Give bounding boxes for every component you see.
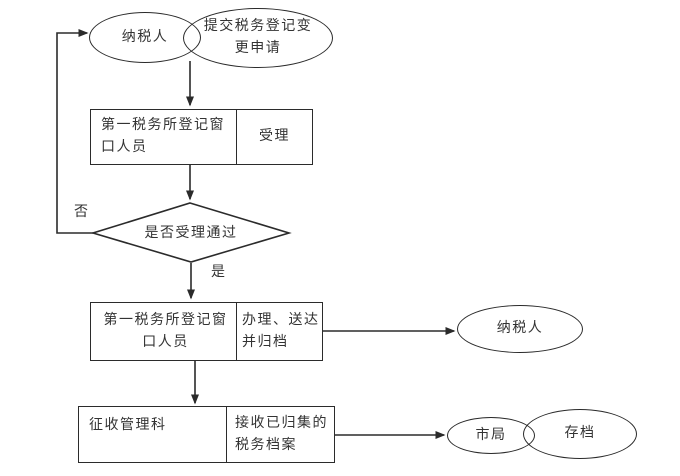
connector-no-feedback <box>56 29 93 234</box>
ellipse-submit-application: 提交税务登记变更申请 <box>183 8 333 68</box>
ellipse-city-bureau: 市局 <box>447 417 535 454</box>
ellipse-taxpayer-result: 纳税人 <box>457 305 583 353</box>
process-step-action: 办理、送达并归档 <box>236 303 322 360</box>
accept-step-role: 第一税务所登记窗口人员 <box>101 118 225 155</box>
rect-accept-step: 第一税务所登记窗口人员 受理 <box>90 109 313 165</box>
ellipse-submit-application-label: 提交税务登记变更申请 <box>203 19 313 56</box>
ellipse-taxpayer-result-label: 纳税人 <box>496 321 544 337</box>
archive-step-role: 征收管理科 <box>89 418 167 433</box>
ellipse-archive: 存档 <box>523 409 637 459</box>
accept-step-action: 受理 <box>236 110 312 164</box>
rect-process-step: 第一税务所登记窗口人员 办理、送达并归档 <box>90 302 323 361</box>
decision-yes-label: 是 <box>211 265 226 280</box>
decision-diamond-label: 是否受理通过 <box>144 226 238 241</box>
ellipse-archive-label: 存档 <box>564 426 596 442</box>
ellipse-city-bureau-label: 市局 <box>475 427 507 443</box>
archive-step-action: 接收已归集的税务档案 <box>226 407 334 462</box>
start-ellipse-taxpayer-label: 纳税人 <box>121 29 169 45</box>
decision-diamond-shape <box>90 202 292 263</box>
decision-no-label: 否 <box>74 205 89 220</box>
rect-archive-step: 征收管理科 接收已归集的税务档案 <box>78 406 335 463</box>
process-step-role: 第一税务所登记窗口人员 <box>103 312 228 350</box>
